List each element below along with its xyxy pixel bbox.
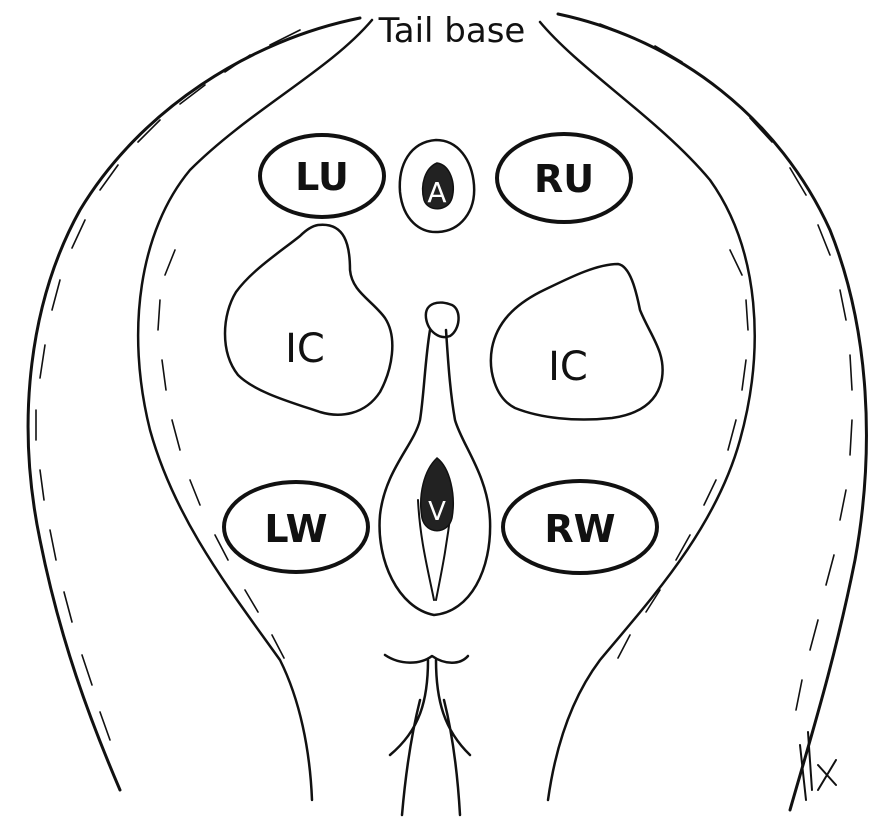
ic-right-outline bbox=[491, 264, 663, 420]
vulva-label: V bbox=[428, 497, 446, 527]
rw-label: RW bbox=[544, 507, 615, 551]
lw-label: LW bbox=[264, 507, 327, 551]
fur-strokes bbox=[36, 24, 852, 740]
ic-left-outline bbox=[225, 225, 392, 415]
udder-top-line bbox=[385, 655, 468, 663]
tail-base-label: Tail base bbox=[378, 11, 526, 51]
anus-label: A bbox=[427, 176, 446, 209]
udder-left-line bbox=[390, 660, 428, 815]
ic-left-label: IC bbox=[285, 326, 325, 372]
inner-body-right bbox=[540, 22, 755, 800]
outer-fur-right bbox=[558, 14, 866, 810]
ic-right-label: IC bbox=[548, 344, 588, 390]
signature-mark bbox=[800, 732, 836, 800]
lu-label: LU bbox=[295, 155, 349, 199]
udder-right-line bbox=[436, 660, 470, 815]
ru-label: RU bbox=[534, 157, 594, 201]
